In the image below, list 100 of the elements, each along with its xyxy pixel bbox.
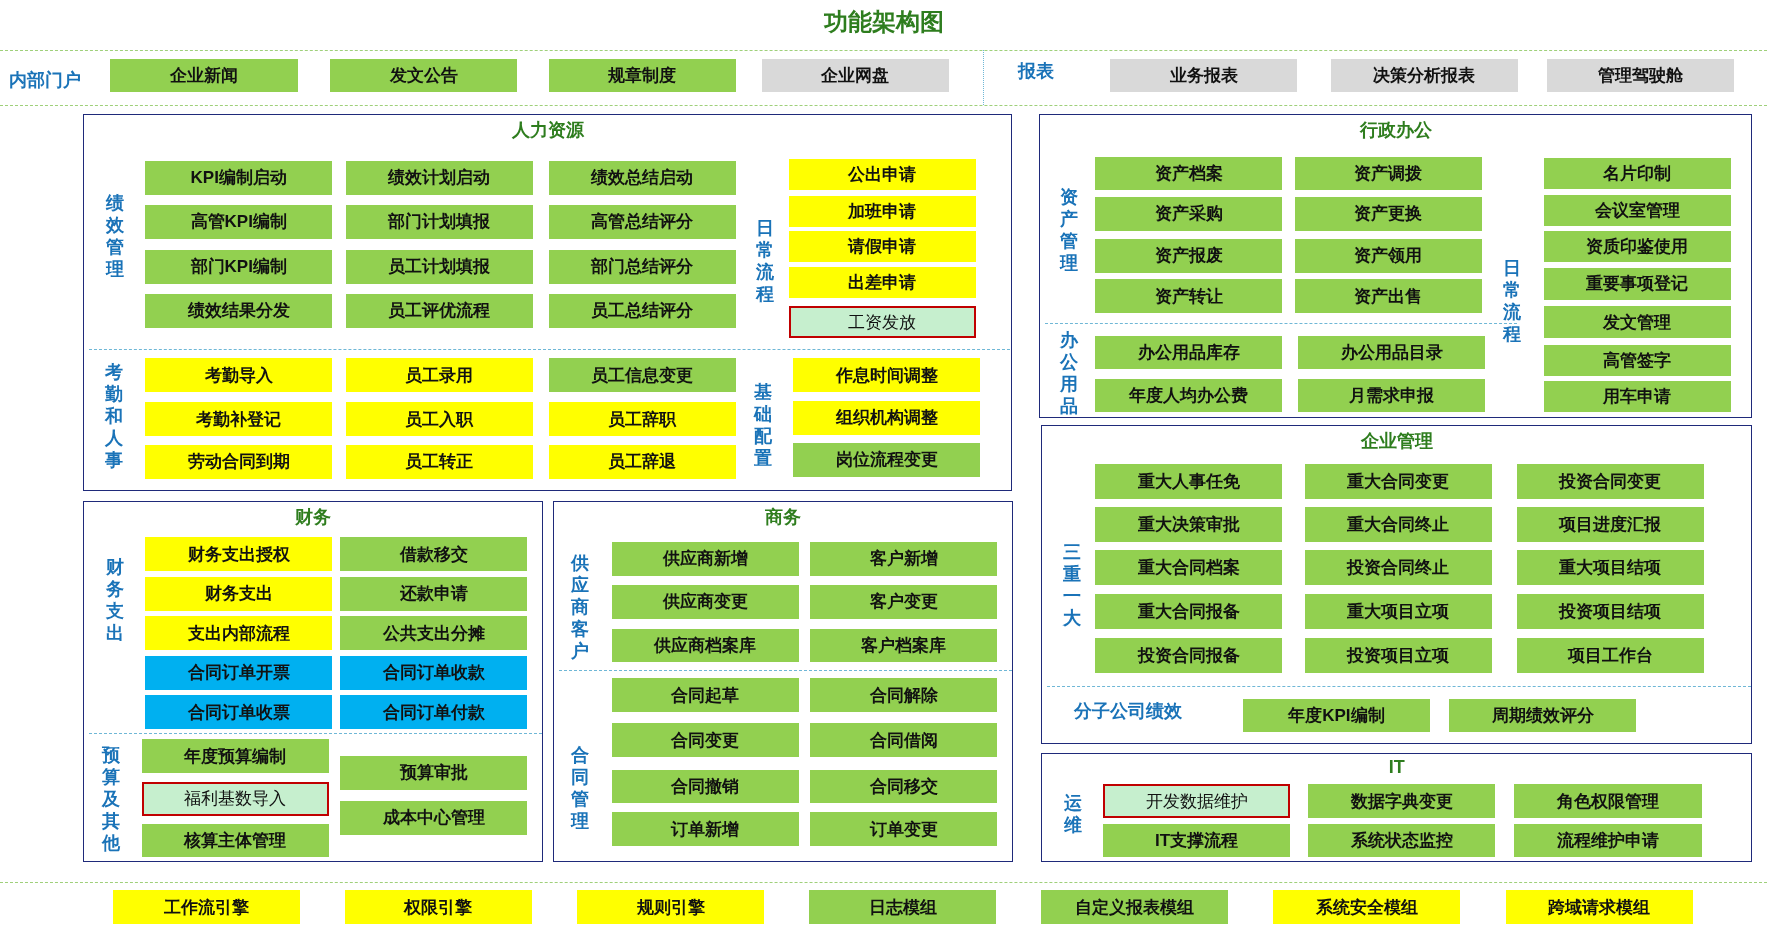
module-box: 福利基数导入 [141,781,329,816]
module-box: 高管签字 [1543,344,1731,377]
module-box: 投资合同终止 [1304,549,1492,585]
module-box: 部门计划填报 [345,204,533,239]
module-box: 会议室管理 [1543,194,1731,227]
module-box: 加班申请 [788,195,976,228]
module-box: 资产出售 [1294,279,1482,314]
section-label: 内部门户 [9,68,81,92]
section-label: 分子公司绩效 [1073,699,1182,723]
panel-title: 行政办公 [1359,118,1432,142]
module-box: IT支撑流程 [1103,823,1291,858]
section-label: 供应商客户 [570,552,591,663]
section-label: 报表 [1017,59,1054,83]
module-box: 供应商新增 [611,541,799,576]
module-box: 重大合同报备 [1095,593,1283,629]
module-box: 还款申请 [340,576,528,611]
module-box: 资产调拨 [1294,156,1482,191]
module-box: 公共支出分摊 [340,616,528,651]
module-box: 合同订单收款 [340,655,528,690]
module-box: 绩效总结启动 [548,161,736,195]
module-box: 供应商变更 [611,584,799,619]
module-box: 规则引擎 [576,890,765,925]
module-box: 合同移交 [810,769,998,804]
module-box: 绩效结果分发 [145,294,333,328]
module-box: 员工辞职 [548,402,736,436]
module-box: 资产采购 [1095,197,1283,231]
panel-title: 财务 [295,506,332,530]
panel-title: 人力资源 [511,118,584,142]
module-box: 业务报表 [1110,58,1298,93]
module-box: 合同解除 [810,678,998,713]
module-box: 员工计划填报 [345,250,533,284]
module-box: 财务支出授权 [145,537,333,572]
module-box: 年度KPI编制 [1242,698,1430,733]
module-box: 考勤补登记 [145,402,333,436]
module-box: 订单变更 [810,812,998,847]
module-box: 办公用品库存 [1095,335,1283,370]
module-box: 自定义报表模组 [1041,890,1229,925]
module-box: 绩效计划启动 [345,161,533,195]
module-box: 投资项目立项 [1304,637,1492,673]
module-box: 部门KPI编制 [145,250,333,284]
section-panel [83,113,1012,492]
module-box: 企业网盘 [761,58,949,93]
module-box: 员工转正 [345,445,533,479]
module-box: 资产档案 [1095,156,1283,191]
section-label: 日常流程 [755,217,776,306]
module-box: 重大合同终止 [1304,506,1492,542]
module-box: 客户新增 [810,541,998,576]
module-box: 资产报废 [1095,238,1283,273]
module-box: 部门总结评分 [548,250,736,284]
section-panel [1039,113,1753,419]
module-box: 用车申请 [1543,380,1731,413]
module-box: 投资合同变更 [1516,464,1704,500]
module-box: 公出申请 [788,158,976,191]
section-label: 绩效管理 [104,191,125,280]
section-label: 合同管理 [570,743,591,832]
section-label: 三重一大 [1061,540,1082,629]
module-box: 员工辞退 [548,445,736,479]
module-box: 管理驾驶舱 [1547,58,1735,93]
module-box: 投资合同报备 [1095,637,1283,673]
module-box: 成本中心管理 [340,801,528,835]
module-box: 周期绩效评分 [1449,698,1637,733]
panel-title: 商务 [765,506,802,530]
panel-title: IT [1388,756,1405,778]
section-label: 资产管理 [1059,185,1080,274]
module-box: 决策分析报表 [1330,58,1518,93]
module-box: 资产更换 [1294,197,1482,231]
module-box: 组织机构调整 [793,401,981,435]
module-box: 规章制度 [548,58,736,93]
module-box: 合同借阅 [810,723,998,758]
section-label: 运维 [1062,792,1083,837]
module-box: 员工总结评分 [548,294,736,328]
section-panel [1041,424,1753,744]
section-label: 办公用品 [1059,329,1080,418]
module-box: 作息时间调整 [793,358,981,392]
module-box: 核算主体管理 [141,823,329,858]
section-panel [553,501,1014,863]
module-box: 投资项目结项 [1516,593,1704,629]
section-panel [83,501,544,863]
module-box: 权限引擎 [344,890,532,925]
section-label: 财务支出 [104,555,125,644]
module-box: 合同起草 [611,678,799,713]
module-box: 发文公告 [330,58,518,93]
module-box: 员工录用 [345,358,533,392]
module-box: 资产转让 [1095,279,1283,314]
module-box: 高管KPI编制 [145,204,333,239]
module-box: 系统安全模组 [1273,890,1461,925]
module-box: 客户变更 [810,584,998,619]
section-label: 基础配置 [752,380,773,469]
module-box: 员工入职 [345,402,533,436]
module-box: 日志模组 [809,890,997,925]
module-box: 角色权限管理 [1514,784,1702,818]
module-box: 工作流引擎 [112,890,300,925]
module-box: 合同变更 [611,723,799,758]
module-box: 数据字典变更 [1308,784,1496,818]
module-box: 高管总结评分 [548,204,736,239]
module-box: 资产领用 [1294,238,1482,273]
module-box: 办公用品目录 [1298,335,1486,370]
module-box: 项目进度汇报 [1516,506,1704,542]
module-box: 请假申请 [788,230,976,263]
module-box: 劳动合同到期 [145,445,333,479]
